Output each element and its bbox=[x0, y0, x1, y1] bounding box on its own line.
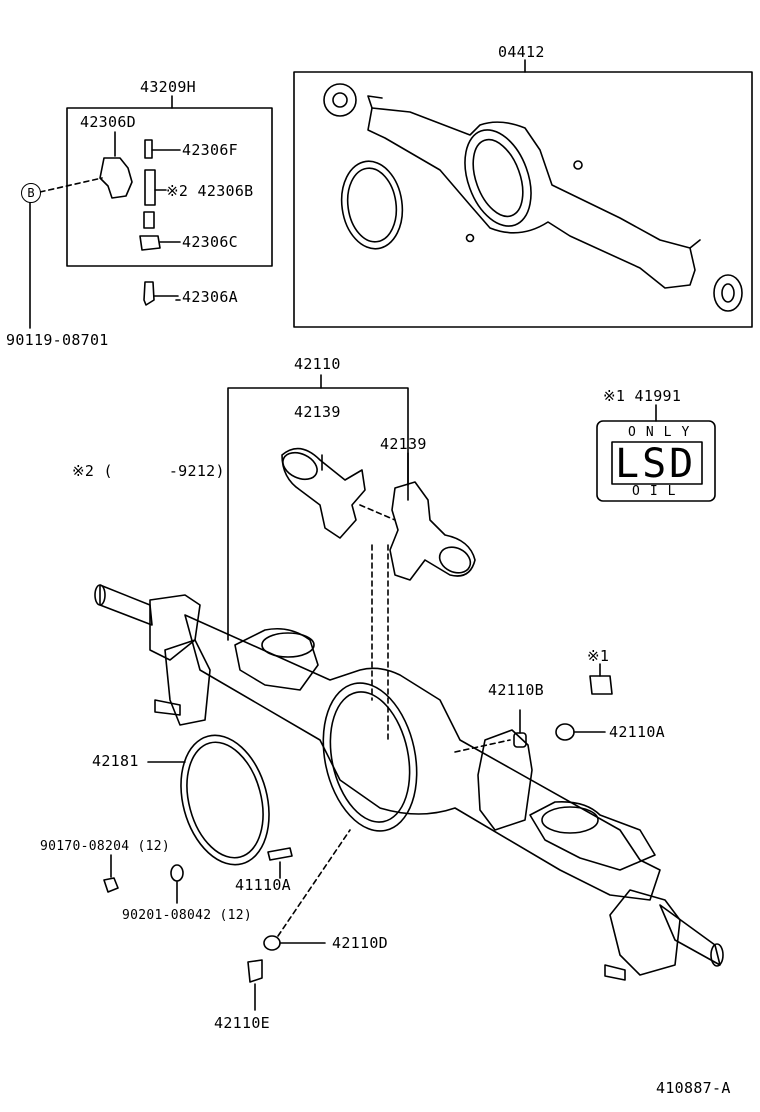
bracket-42306D bbox=[99, 157, 133, 199]
bracket-42110 bbox=[227, 387, 409, 641]
label-42110A: 42110A bbox=[609, 723, 665, 741]
lsd-plate-top: ONLY bbox=[628, 425, 700, 440]
lsd-plate-main: LSD bbox=[615, 441, 697, 487]
label-41991: ※1 41991 bbox=[603, 387, 682, 405]
label-42306A: 42306A bbox=[182, 288, 238, 306]
label-04412: 04412 bbox=[498, 43, 545, 61]
lsd-plate-inner bbox=[611, 441, 703, 485]
kit-nut bbox=[573, 160, 583, 170]
label-note-2: ※2 ( -9212) bbox=[72, 462, 225, 480]
label-90119-08701: 90119-08701 bbox=[6, 331, 109, 349]
label-42306C: 42306C bbox=[182, 233, 238, 251]
callout-b-letter: B bbox=[27, 186, 35, 200]
label-42110B: 42110B bbox=[488, 681, 544, 699]
label-42306B: ※2 42306B bbox=[166, 182, 254, 200]
seal-ring-left bbox=[323, 83, 357, 117]
label-42139-right: 42139 bbox=[380, 435, 427, 453]
plug bbox=[143, 211, 155, 229]
lsd-plate-bottom: OIL bbox=[632, 484, 686, 499]
kit-nut bbox=[465, 233, 475, 243]
callout-b-badge: B bbox=[21, 183, 41, 203]
washer-90201 bbox=[170, 864, 184, 882]
label-42306F: 42306F bbox=[182, 141, 238, 159]
nut-42110A bbox=[555, 723, 575, 741]
seal-ring-right bbox=[713, 274, 743, 312]
bolt-42110E bbox=[247, 959, 263, 983]
label-42110: 42110 bbox=[294, 355, 341, 373]
label-43209H: 43209H bbox=[140, 78, 196, 96]
gasket-42181 bbox=[180, 734, 270, 866]
label-42181: 42181 bbox=[92, 752, 139, 770]
label-90201-08042: 90201-08042 (12) bbox=[122, 908, 253, 923]
kit-04412-frame bbox=[293, 71, 753, 328]
breather-42306A bbox=[143, 281, 155, 306]
nut-42110B bbox=[513, 732, 527, 748]
nut-90170 bbox=[103, 877, 119, 893]
small-label-plate bbox=[589, 675, 613, 695]
label-41110A: 41110A bbox=[235, 876, 291, 894]
cover-gasket-kit bbox=[340, 160, 404, 250]
axle-housing-main bbox=[94, 584, 724, 981]
kit-43209H-frame bbox=[66, 107, 273, 267]
washer-42110D bbox=[263, 935, 281, 951]
label-42139-left: 42139 bbox=[294, 403, 341, 421]
housing-kit-drawing bbox=[367, 95, 701, 289]
figure-id: 410887-A bbox=[656, 1079, 731, 1097]
stud-41110A bbox=[267, 847, 293, 861]
label-90170-08204: 90170-08204 (12) bbox=[40, 839, 171, 854]
clamp-42306C bbox=[139, 235, 161, 251]
label-42110D: 42110D bbox=[332, 934, 388, 952]
bolt-42306F bbox=[144, 139, 153, 159]
carrier-42139-right bbox=[389, 481, 476, 581]
label-42306D: 42306D bbox=[80, 113, 136, 131]
label-42110E: 42110E bbox=[214, 1014, 270, 1032]
label-note-1: ※1 bbox=[587, 647, 610, 665]
hose-42306B bbox=[144, 169, 156, 206]
carrier-42139-left bbox=[281, 447, 366, 539]
